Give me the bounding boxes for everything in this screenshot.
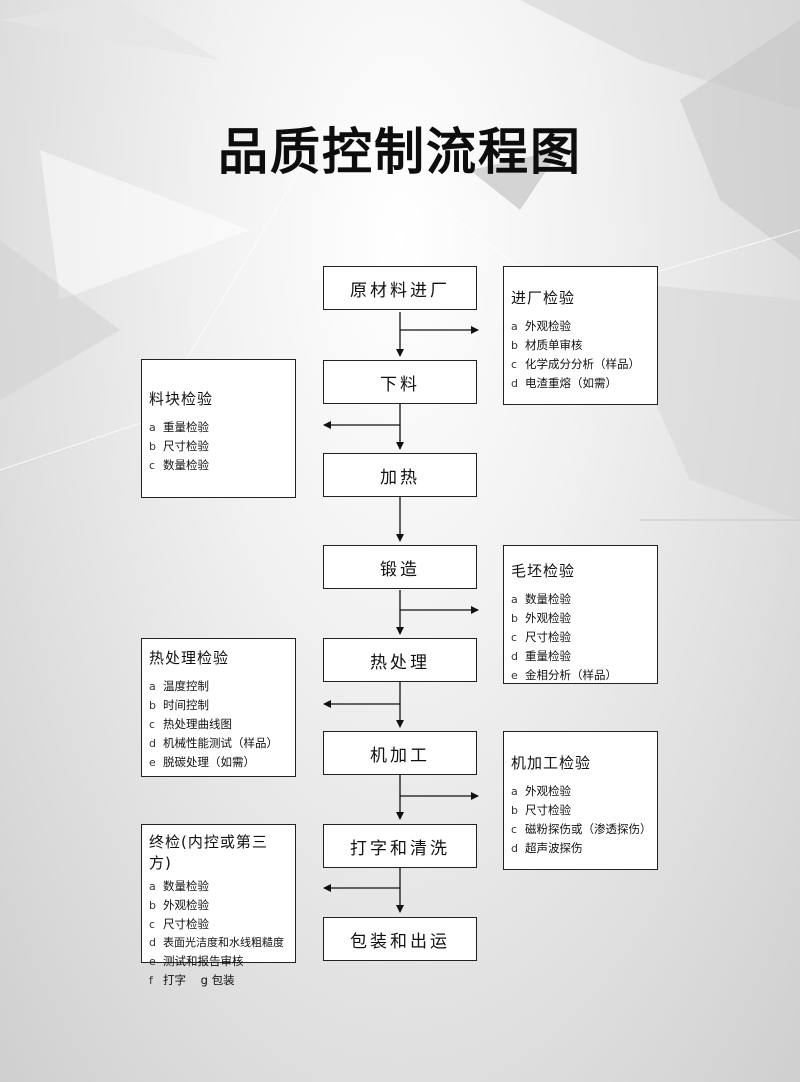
inspection-title: 终检(内控或第三方) — [149, 833, 268, 872]
inspection-title: 毛坯检验 — [511, 562, 576, 580]
page-title: 品质控制流程图 — [218, 123, 582, 181]
inspection-title: 进厂检验 — [511, 289, 576, 307]
process-step-raw-material: 原材料进厂 — [323, 266, 477, 310]
inspection-title: 料块检验 — [149, 390, 214, 408]
inspection-title: 机加工检验 — [511, 754, 592, 772]
process-step-packing-shipping: 包装和出运 — [323, 917, 477, 961]
inspection-title: 热处理检验 — [149, 649, 230, 667]
process-step-cutting: 下料 — [323, 360, 477, 404]
process-step-machining: 机加工 — [323, 731, 477, 775]
process-step-heating: 加热 — [323, 453, 477, 497]
process-step-marking-cleaning: 打字和清洗 — [323, 824, 477, 868]
process-step-forging: 锻造 — [323, 545, 477, 589]
process-step-heat-treatment: 热处理 — [323, 638, 477, 682]
